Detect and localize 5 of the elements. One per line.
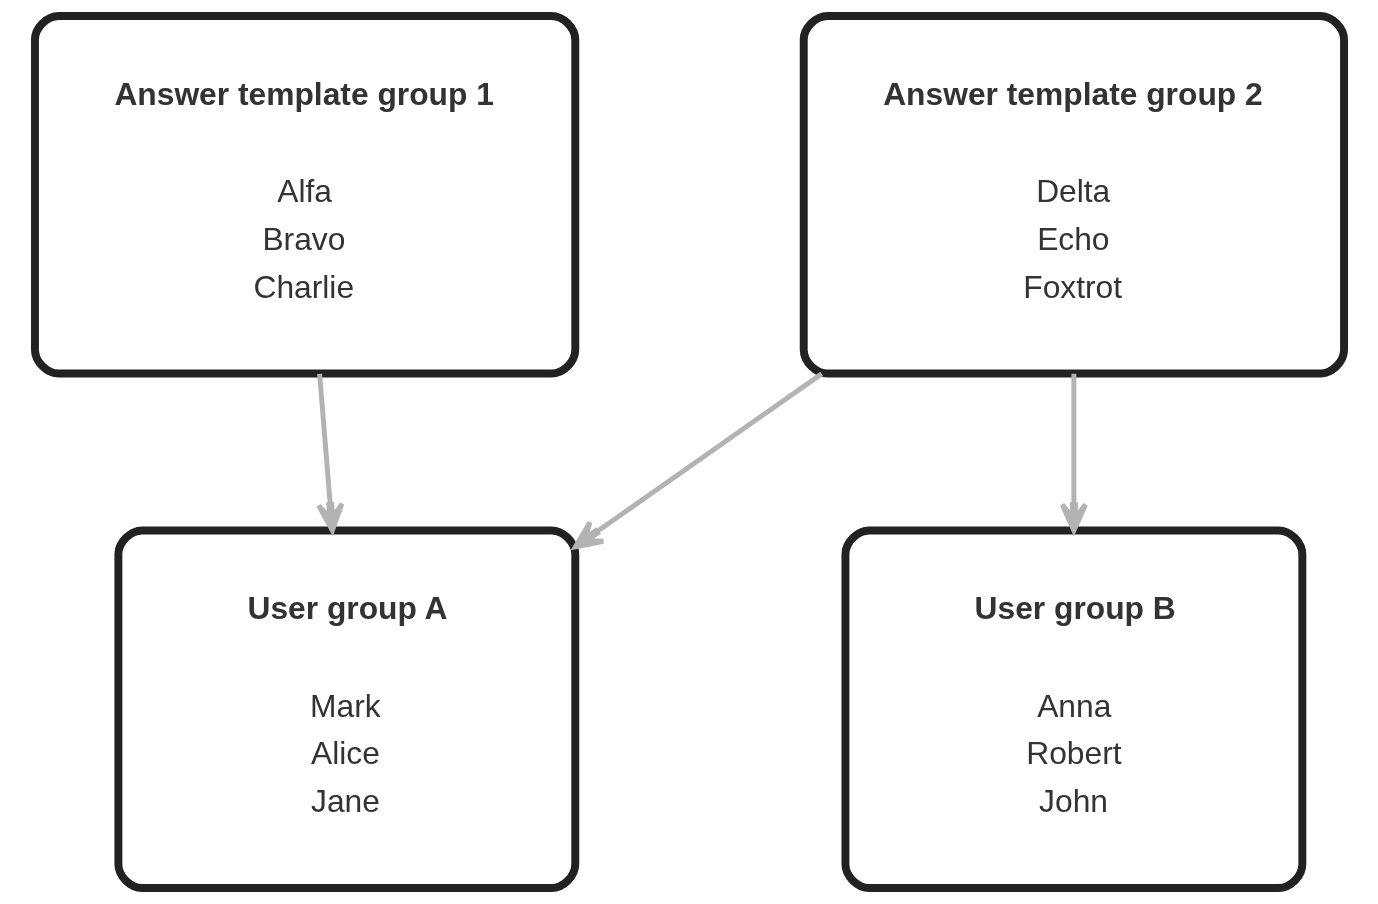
node-box: User group B Anna Robert John [840,526,1306,892]
arrow [572,371,823,550]
node-box: Answer template group 2 Delta Echo Foxtrot [799,12,1348,378]
node-box: User group A Mark Alice Jane [113,526,579,892]
node-box: Answer template group 1 Alfa Bravo Charlie [30,12,579,378]
